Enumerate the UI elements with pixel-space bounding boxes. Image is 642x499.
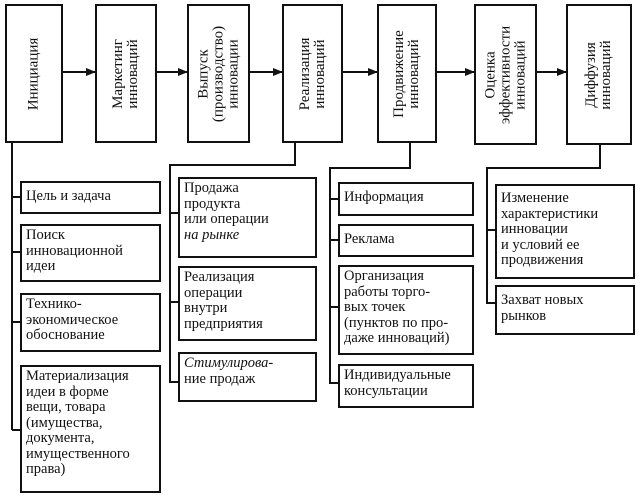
stage-production-label: Выпуск (производство) инновации bbox=[195, 25, 241, 122]
stage-promotion: Продвижение инноваций bbox=[377, 4, 437, 143]
diffusion-item-characteristics: Изменение характеристики инновации и усл… bbox=[495, 184, 635, 279]
realization-item-market-sale-text: Продажа продукта или операции bbox=[184, 180, 269, 227]
realization-item-stimulation-text: ние продаж bbox=[184, 370, 256, 387]
initiation-item-idea-search: Поиск инновационной идеи bbox=[20, 224, 161, 282]
realization-item-stimulation: Стимулирова- ние продаж bbox=[178, 352, 317, 402]
diffusion-connector bbox=[486, 145, 601, 304]
realization-item-market-sale: Продажа продукта или операции на рынке bbox=[178, 177, 317, 258]
stage-evaluation: Оценка эффективности инноваций bbox=[474, 4, 537, 145]
stage-evaluation-label: Оценка эффективности инноваций bbox=[482, 25, 528, 124]
stage-initiation-label: Инициация bbox=[25, 37, 42, 110]
initiation-item-materialization: Материализация идеи в форме вещи, товара… bbox=[20, 365, 161, 493]
realization-item-stimulation-emph: Стимулирова- bbox=[184, 355, 274, 371]
diffusion-item-new-markets: Захват новых рынков bbox=[495, 285, 635, 335]
stage-realization: Реализация инноваций bbox=[282, 4, 343, 143]
realization-item-market-sale-emph: на рынке bbox=[184, 226, 240, 243]
stage-diffusion-label: Диффузия инноваций bbox=[583, 39, 614, 110]
stage-diffusion: Диффузия инноваций bbox=[566, 4, 632, 145]
initiation-item-feasibility: Технико- экономическое обоснование bbox=[20, 293, 161, 352]
stage-marketing-label: Маркетинг инноваций bbox=[110, 38, 141, 109]
stage-promotion-label: Продвижение инноваций bbox=[391, 29, 422, 118]
promotion-connector bbox=[329, 143, 411, 384]
initiation-connector bbox=[11, 143, 20, 431]
stage-realization-label: Реализация инноваций bbox=[296, 37, 328, 110]
stage-marketing: Маркетинг инноваций bbox=[95, 4, 157, 143]
initiation-item-goal: Цель и задача bbox=[20, 181, 161, 214]
stage-production: Выпуск (производство) инновации bbox=[187, 4, 250, 143]
stage-initiation: Инициация bbox=[5, 4, 63, 143]
promotion-item-advertising: Реклама bbox=[338, 224, 474, 257]
promotion-item-outlets: Организация работы торго- вых точек (пун… bbox=[338, 265, 474, 355]
realization-connector bbox=[169, 143, 296, 383]
promotion-item-information: Информация bbox=[338, 182, 474, 216]
realization-item-internal: Реализация операции внутри предприятия bbox=[178, 266, 317, 341]
promotion-item-consultations: Индивидуальные консультации bbox=[338, 364, 474, 408]
